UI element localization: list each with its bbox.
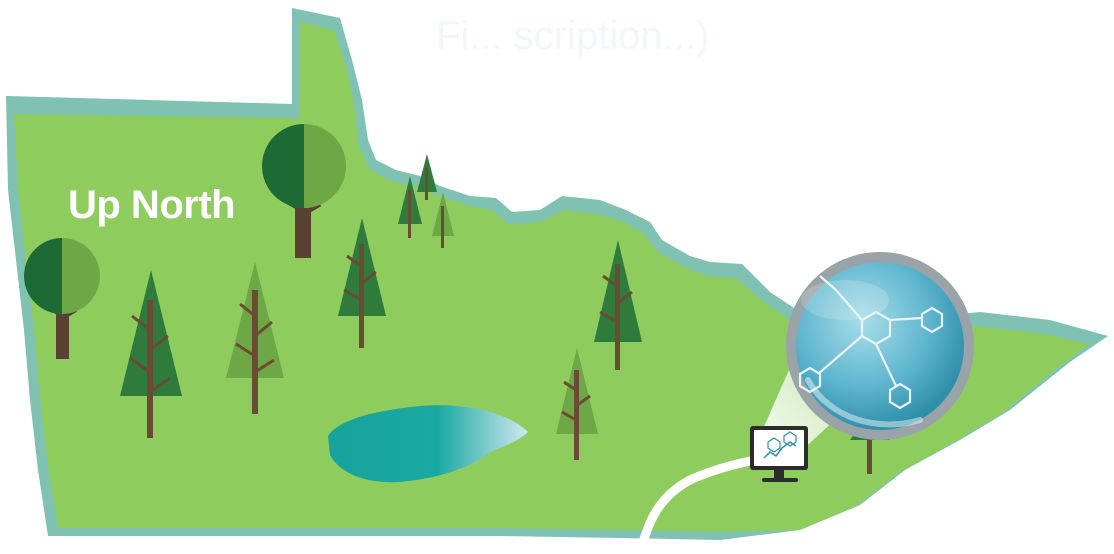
pine-tree (398, 176, 422, 238)
lake (328, 405, 528, 483)
trail-path (635, 453, 771, 554)
pine-tree (226, 262, 284, 414)
pine-tree (417, 154, 437, 200)
pine-tree (432, 192, 454, 248)
round-tree (262, 124, 346, 258)
faint-caption: Fi... scription...) (436, 14, 710, 58)
pine-tree (120, 270, 182, 438)
region-label: Up North (68, 183, 236, 227)
pine-tree (594, 240, 642, 370)
magnifying-glass-icon (786, 252, 974, 440)
molecule-icon (798, 275, 944, 410)
round-tree (24, 238, 100, 359)
pine-tree (556, 348, 598, 460)
computer-monitor-icon (750, 426, 808, 482)
pine-tree (338, 218, 386, 348)
